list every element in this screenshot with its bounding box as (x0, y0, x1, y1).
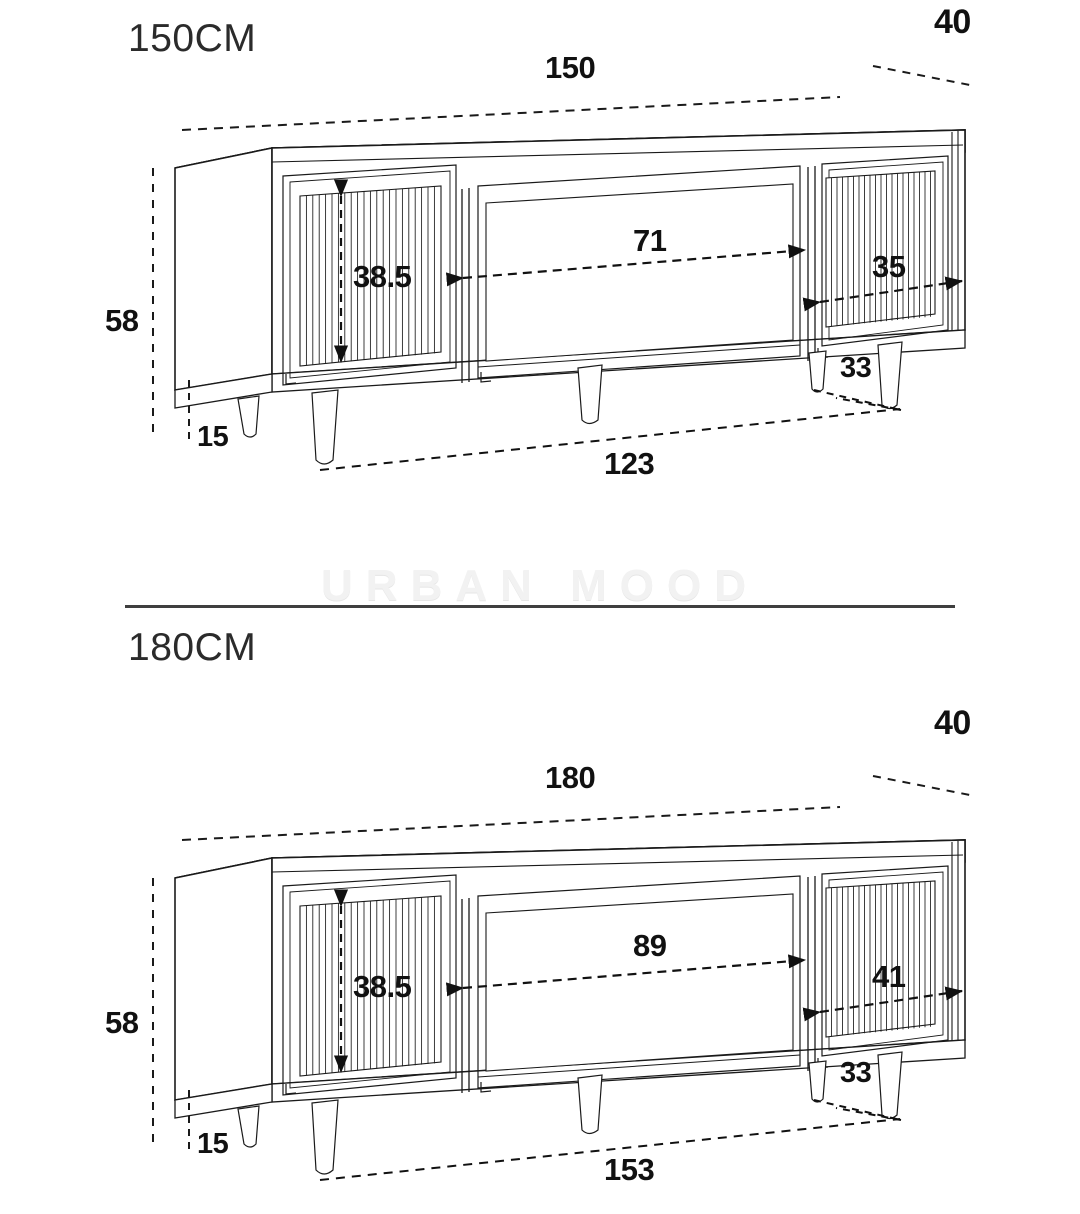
dim-door-height-180: 38.5 (353, 969, 412, 1004)
legspan-dim-line-180 (319, 1118, 901, 1181)
dim-leg-height-150: 15 (197, 421, 229, 453)
diagram-180cm (152, 775, 976, 1181)
dim-leg-span-150: 123 (604, 446, 655, 481)
diagram-150cm (152, 65, 976, 471)
right-door-dim-180 (802, 986, 964, 1022)
legdepth-leader-a-150 (813, 389, 902, 411)
section-title-180: 180CM (128, 626, 257, 669)
dim-leg-depth-180: 33 (840, 1057, 872, 1089)
center-door-dim-180 (445, 954, 807, 997)
dim-depth-150: 40 (934, 3, 971, 41)
dim-leg-depth-150: 33 (840, 352, 872, 384)
section-divider (125, 605, 955, 608)
legspan-dim-line-150 (319, 408, 901, 471)
dim-center-door-width-180: 89 (633, 928, 667, 963)
right-door-dim-150 (802, 276, 964, 312)
dim-right-door-width-180: 41 (872, 959, 906, 994)
dim-right-door-width-150: 35 (872, 249, 906, 284)
center-door-dim-150 (445, 244, 807, 287)
section-title-150: 150CM (128, 17, 257, 60)
width-dim-line-150 (181, 96, 841, 131)
depth-leader-150 (872, 65, 976, 87)
legdepth-leader-b-180 (835, 1107, 902, 1121)
depth-leader-180 (872, 775, 976, 797)
dim-overall-height-150: 58 (105, 303, 139, 338)
dim-door-height-150: 38.5 (353, 259, 412, 294)
dim-center-door-width-150: 71 (633, 223, 667, 258)
dim-depth-180: 40 (934, 704, 971, 742)
legdepth-leader-a-180 (813, 1099, 902, 1121)
dim-leg-span-180: 153 (604, 1152, 655, 1187)
dim-overall-width-180: 180 (545, 760, 596, 795)
dim-overall-height-180: 58 (105, 1005, 139, 1040)
legdepth-leader-b-150 (835, 397, 902, 411)
width-dim-line-180 (181, 806, 841, 841)
dim-leg-height-180: 15 (197, 1128, 229, 1160)
dim-overall-width-150: 150 (545, 50, 596, 85)
